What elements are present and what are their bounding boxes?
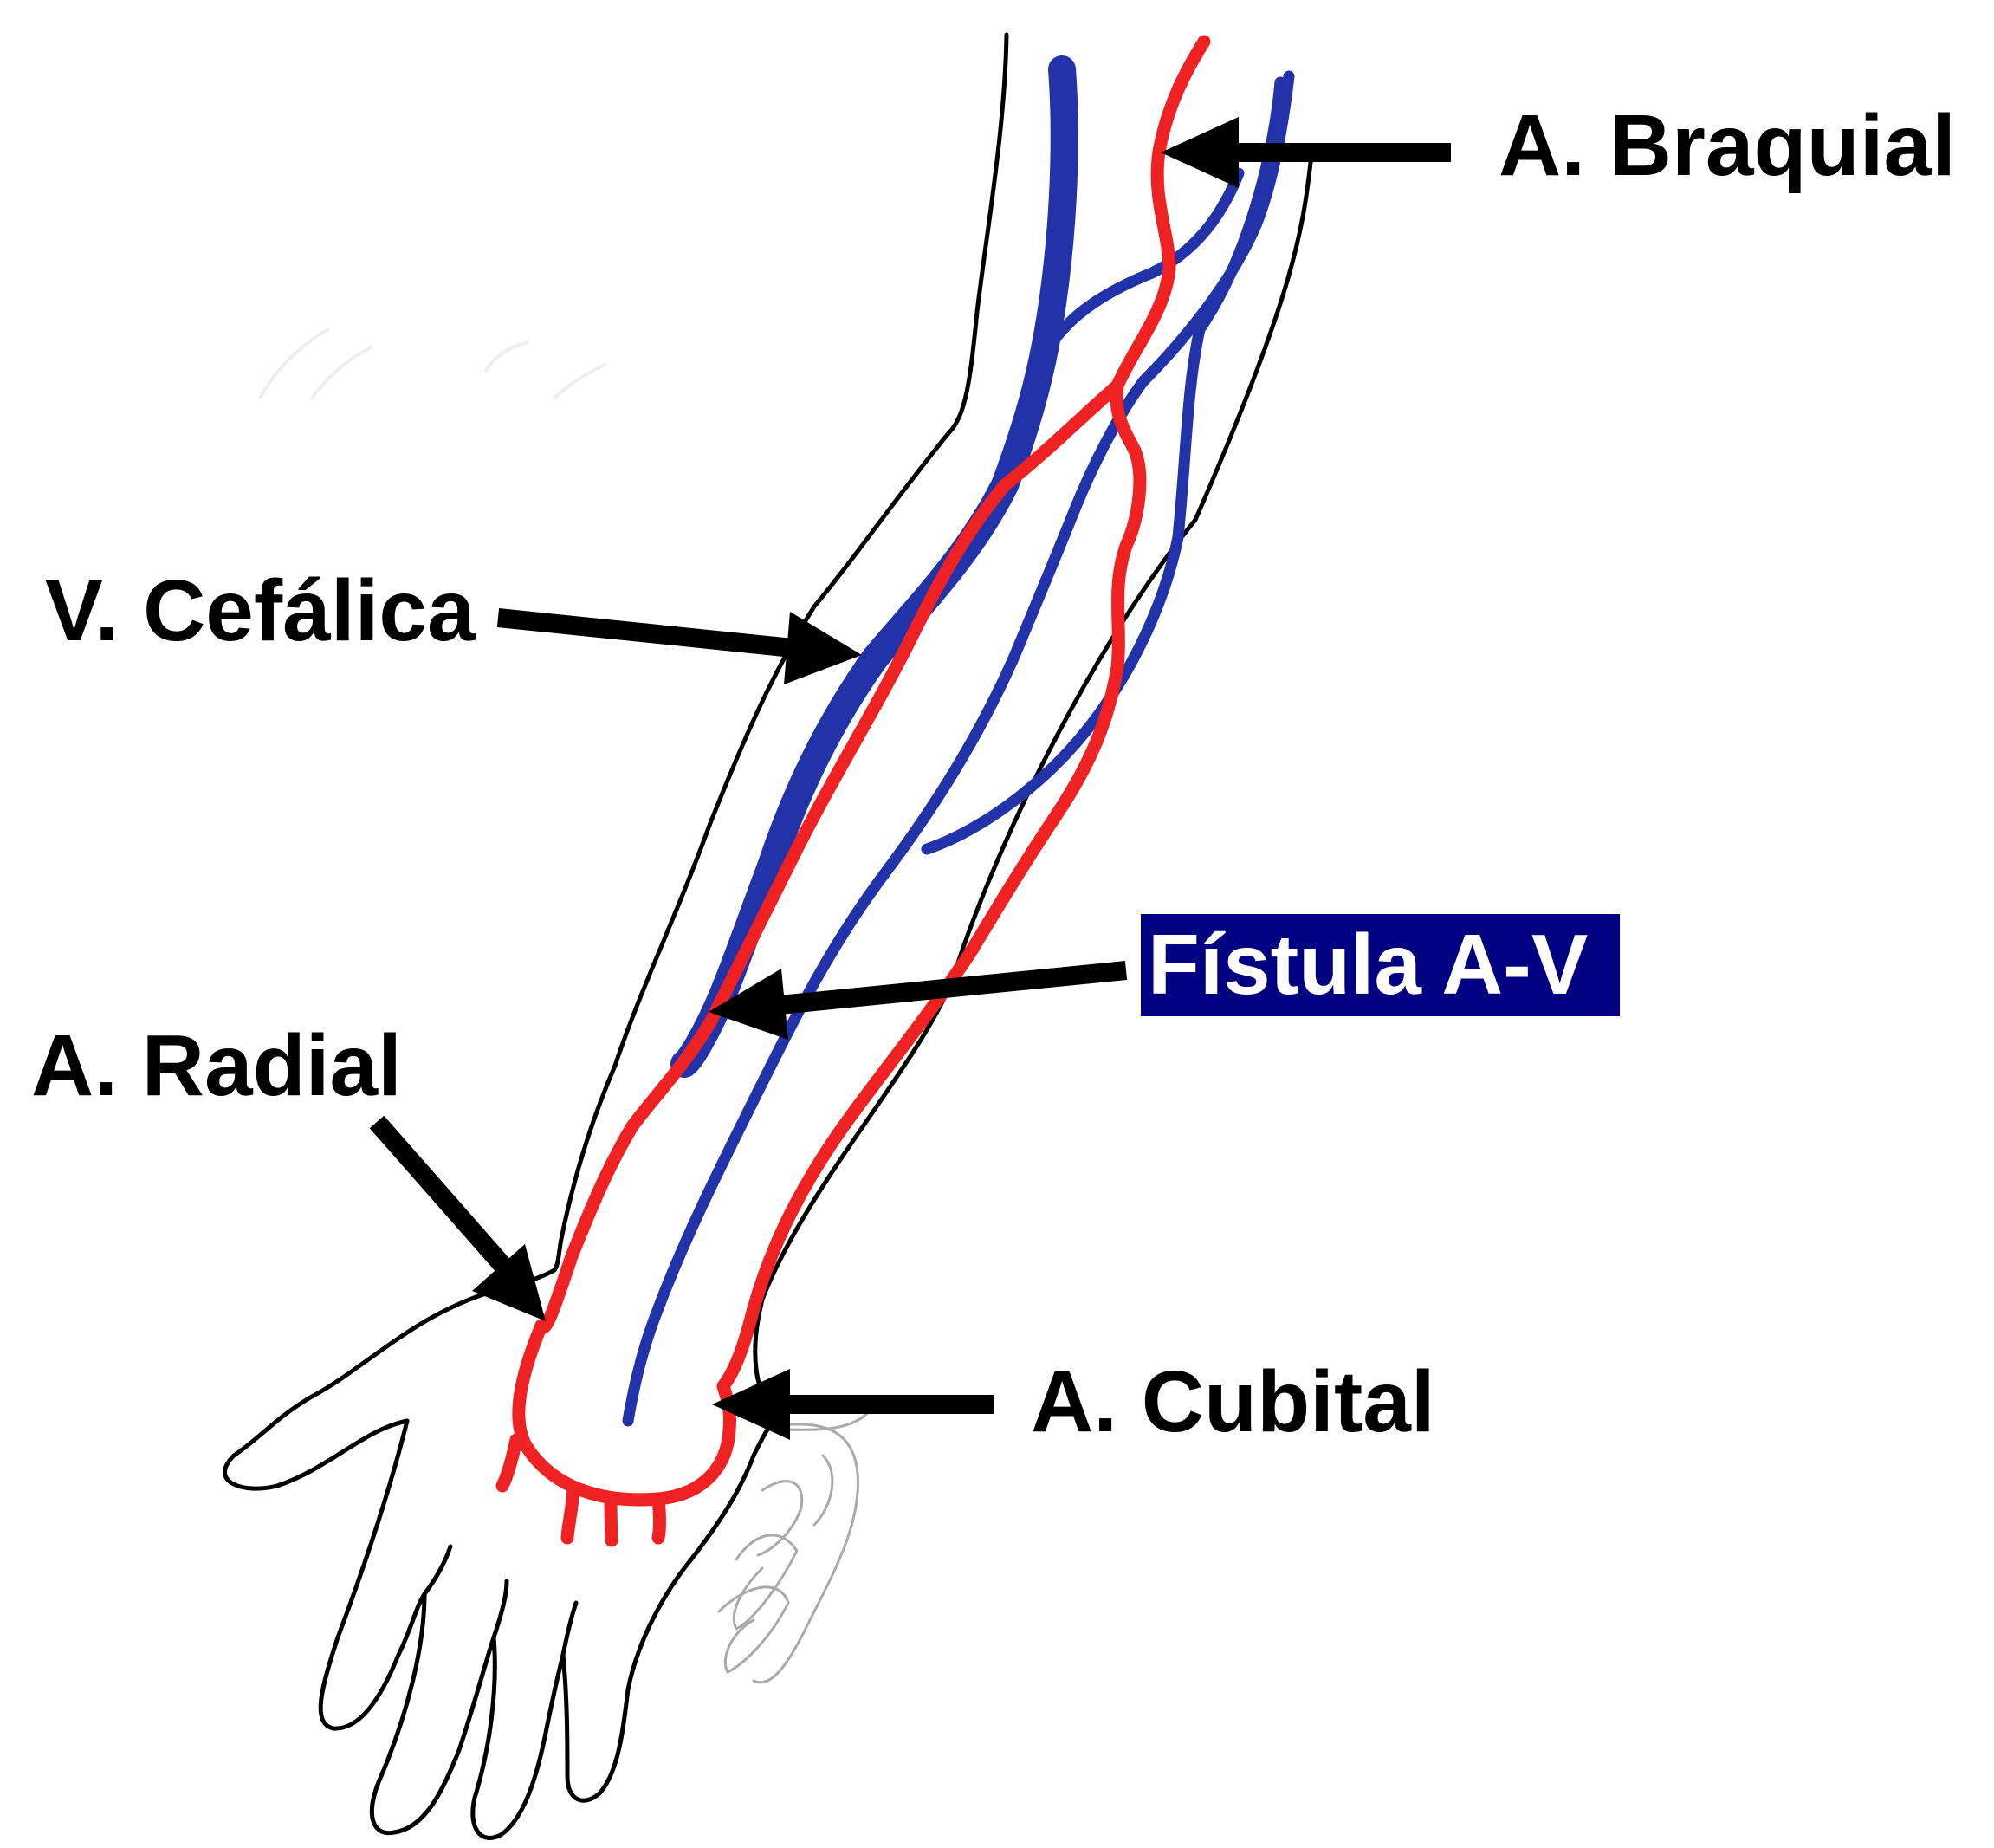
digital-branch-1 <box>502 1440 516 1486</box>
artist-signature <box>719 1404 875 1683</box>
arrow-braquial <box>1161 117 1451 188</box>
label-radial-artery: A. Radial <box>31 1022 402 1109</box>
arrow-cefalica <box>498 612 862 684</box>
basilic-vein <box>628 76 1289 1421</box>
sketch-marks <box>260 329 606 399</box>
label-ulnar-artery: A. Cubital <box>1031 1358 1435 1445</box>
hand-contour <box>225 1270 780 1838</box>
cephalic-vein <box>684 69 1065 1064</box>
digital-branch-4 <box>658 1499 660 1538</box>
label-av-fistula: Fístula A-V <box>1141 914 1620 1016</box>
finger-crease-1 <box>424 1546 450 1594</box>
digital-branch-3 <box>611 1501 612 1540</box>
veins <box>628 69 1289 1421</box>
label-brachial-artery: A. Braquial <box>1499 102 1956 189</box>
pointer-arrows <box>377 117 1451 1440</box>
digital-branch-2 <box>567 1490 573 1538</box>
label-cephalic-vein: V. Cefálica <box>45 567 476 654</box>
arrow-radial <box>377 1122 546 1321</box>
finger-crease-3 <box>563 1603 576 1655</box>
arteries <box>502 42 1204 1540</box>
arrow-cubital <box>712 1369 994 1440</box>
finger-crease-2 <box>494 1581 507 1637</box>
